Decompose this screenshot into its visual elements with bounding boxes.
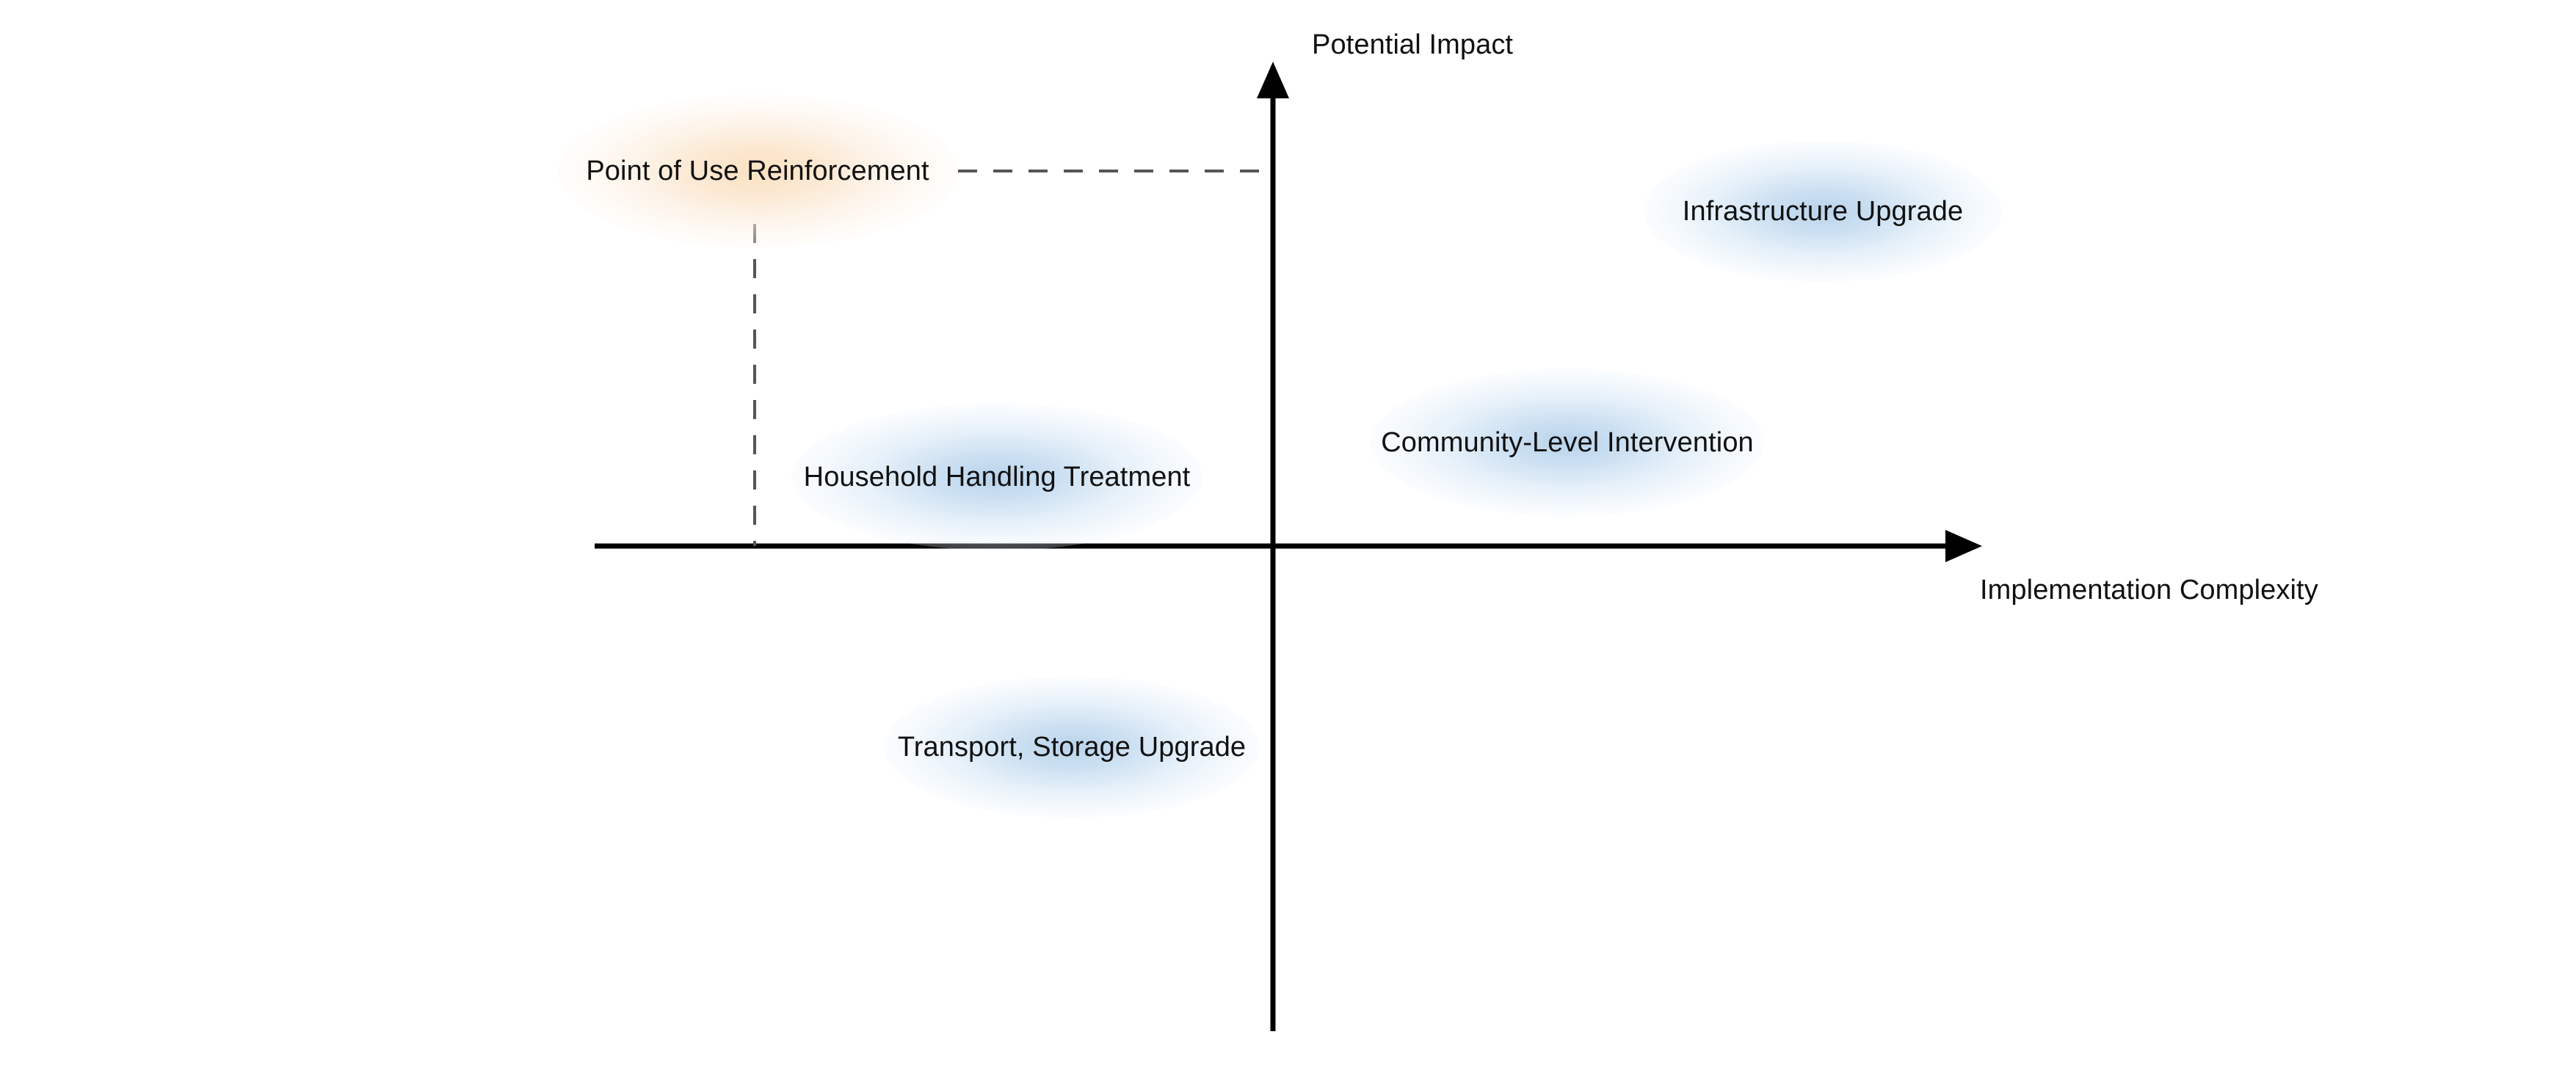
bubble-household-handling-treatment[interactable]: Household Handling Treatment xyxy=(791,404,1202,550)
x-axis-arrow-icon xyxy=(1945,530,1982,562)
x-axis-title: Implementation Complexity xyxy=(1980,575,2318,605)
bubble-infrastructure-upgrade[interactable]: Infrastructure Upgrade xyxy=(1644,141,2002,282)
bubble-label-household-handling-treatment: Household Handling Treatment xyxy=(803,461,1191,492)
bubble-community-level-intervention[interactable]: Community-Level Intervention xyxy=(1371,369,1764,516)
bubble-transport-storage-upgrade[interactable]: Transport, Storage Upgrade xyxy=(884,677,1260,818)
bubble-label-infrastructure-upgrade: Infrastructure Upgrade xyxy=(1682,195,1964,227)
bubble-point-of-use-reinforcement[interactable]: Point of Use Reinforcement xyxy=(558,95,957,247)
bubble-label-point-of-use-reinforcement: Point of Use Reinforcement xyxy=(586,155,929,186)
bubble-label-community-level-intervention: Community-Level Intervention xyxy=(1381,426,1754,458)
bubble-label-transport-storage-upgrade: Transport, Storage Upgrade xyxy=(897,731,1247,763)
y-axis-title: Potential Impact xyxy=(1312,29,1514,60)
y-axis-arrow-icon xyxy=(1257,62,1289,98)
